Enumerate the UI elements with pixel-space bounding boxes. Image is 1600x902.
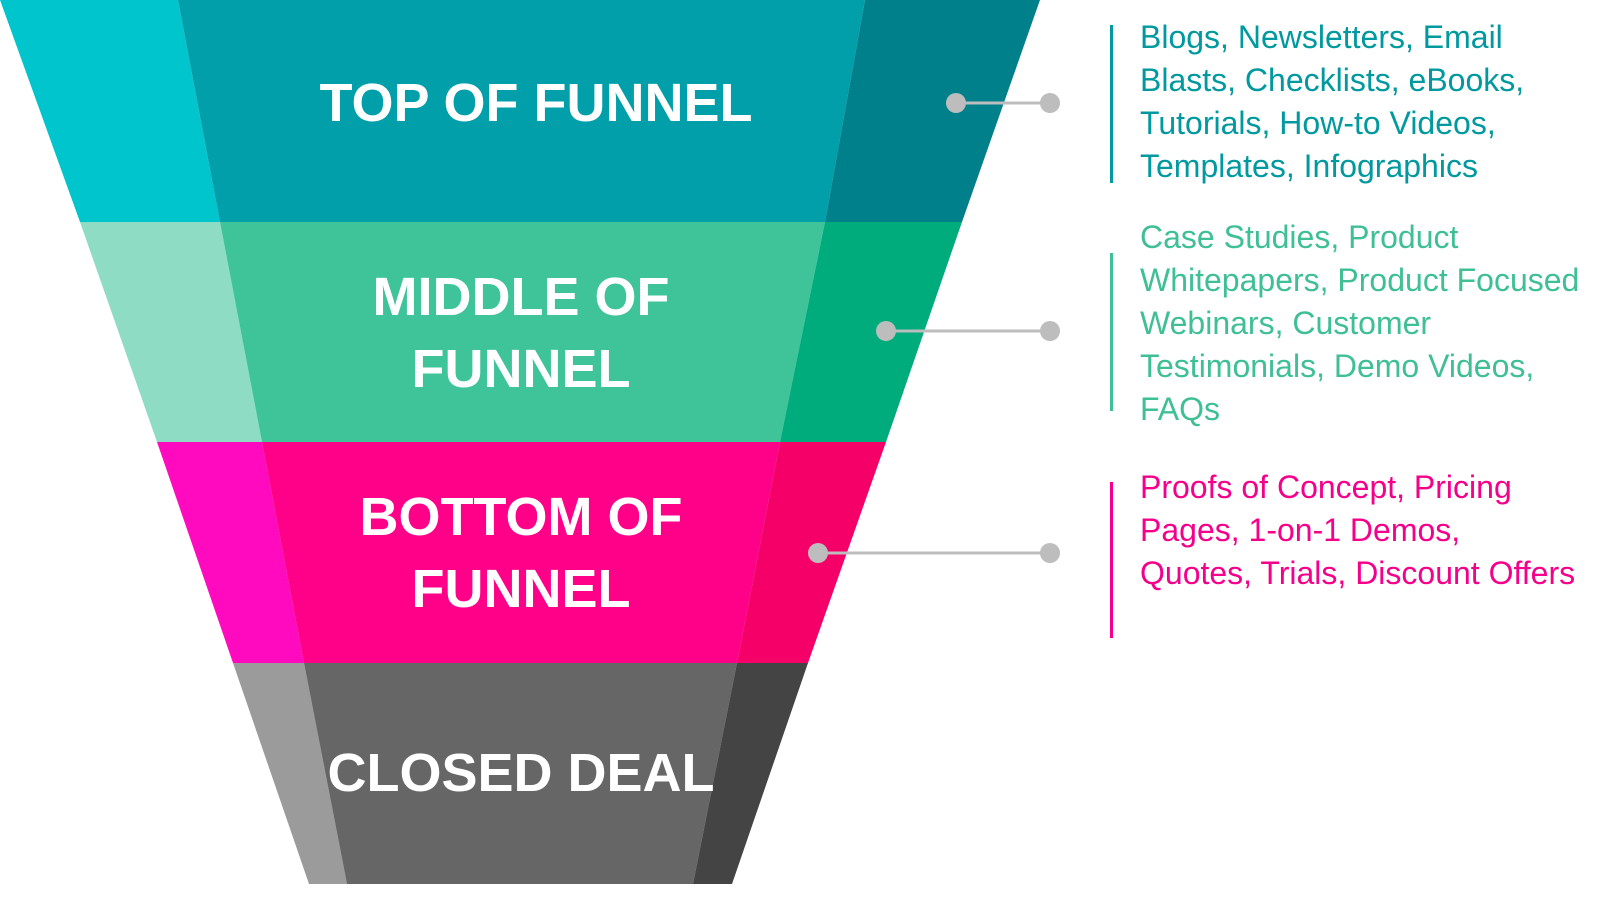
stage-bottom-title-line-1: BOTTOM OF	[360, 487, 683, 547]
connector-bottom	[808, 543, 1060, 563]
connector-top-start-dot	[946, 93, 966, 113]
funnel-stage-middle: MIDDLE OF FUNNEL	[80, 222, 962, 442]
bottom-description-bar	[1110, 482, 1113, 638]
stage-closed-right-shade	[693, 663, 808, 884]
stage-closed-title: CLOSED DEAL	[327, 743, 714, 803]
stage-middle-right-shade	[780, 222, 962, 442]
funnel-stage-closed: CLOSED DEAL	[233, 663, 808, 884]
bottom-description: Proofs of Concept, Pricing Pages, 1-on-1…	[1140, 469, 1576, 591]
stage-middle-title-line-1: MIDDLE OF	[373, 267, 670, 327]
stage-top-title: TOP OF FUNNEL	[319, 73, 752, 133]
funnel-stage-bottom: BOTTOM OF FUNNEL	[157, 442, 886, 663]
stage-top-right-shade	[825, 0, 1040, 222]
connector-bottom-end-dot	[1040, 543, 1060, 563]
stage-bottom-left-shade	[157, 442, 304, 663]
stage-middle-left-shade	[80, 222, 262, 442]
stage-middle-title-line-2: FUNNEL	[412, 339, 631, 399]
stage-closed-left-shade	[233, 663, 347, 884]
stage-bottom-title-line-2: FUNNEL	[412, 559, 631, 619]
stage-top-left-shade	[0, 0, 220, 222]
connector-middle-end-dot	[1040, 321, 1060, 341]
top-description: Blogs, Newsletters, Email Blasts, Checkl…	[1140, 19, 1525, 184]
middle-description: Case Studies, Product Whitepapers, Produ…	[1140, 219, 1580, 427]
connector-top-end-dot	[1040, 93, 1060, 113]
stage-bottom-main	[262, 442, 780, 663]
stage-middle-main	[220, 222, 825, 442]
connector-middle-start-dot	[876, 321, 896, 341]
middle-description-bar	[1110, 253, 1113, 411]
stage-top-main	[178, 0, 865, 222]
top-description-bar	[1110, 25, 1113, 183]
connector-bottom-start-dot	[808, 543, 828, 563]
connector-top	[946, 93, 1060, 113]
connector-middle	[876, 321, 1060, 341]
stage-closed-main	[304, 663, 737, 884]
funnel-stage-top: TOP OF FUNNEL	[0, 0, 1040, 222]
